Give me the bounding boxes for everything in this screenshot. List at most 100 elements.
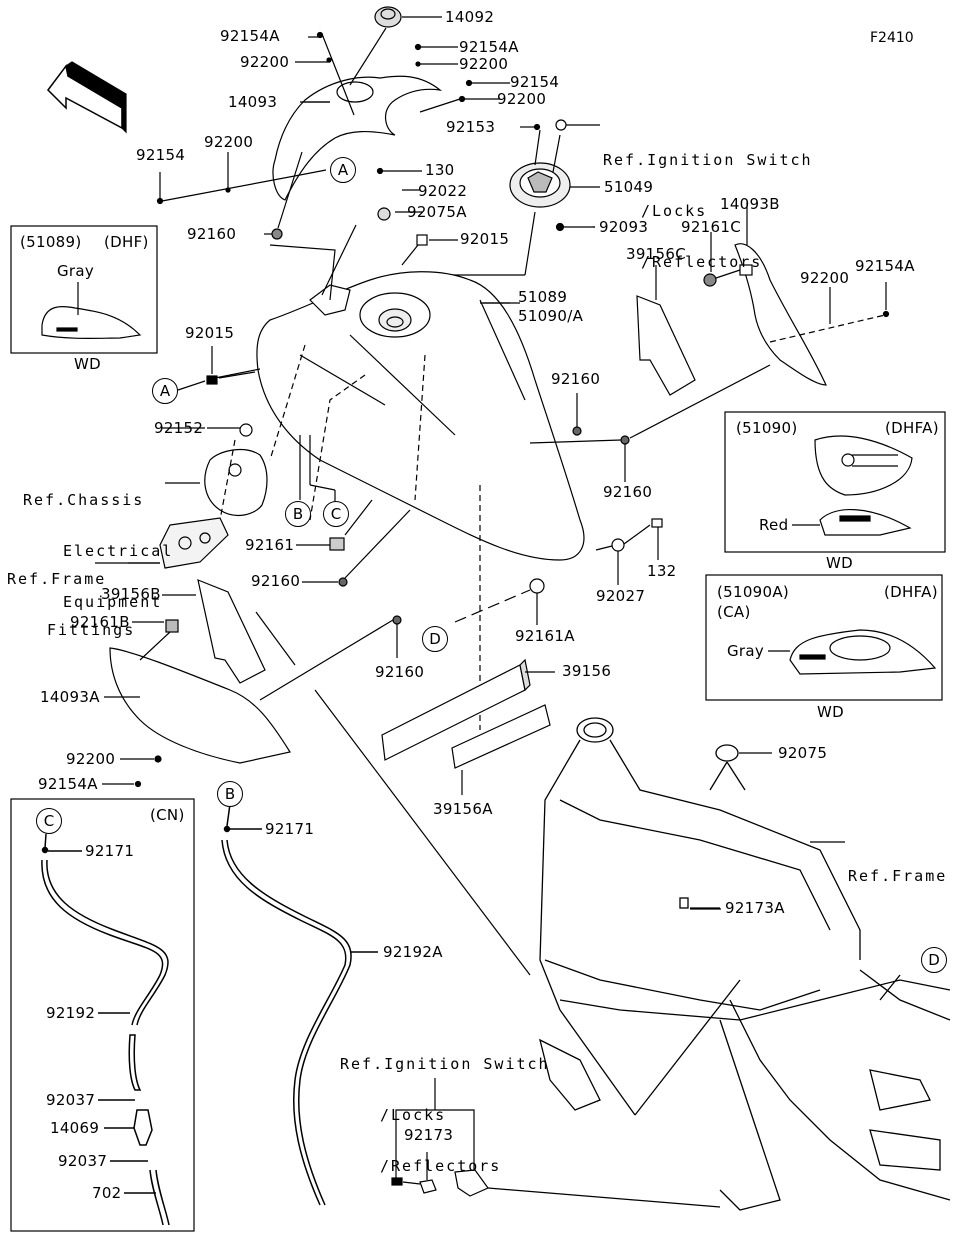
figure-code: F2410 [870, 30, 914, 46]
part-label[interactable]: 92152 [154, 419, 204, 437]
inset-code: (51090) [736, 419, 798, 437]
part-label[interactable]: 92154 [510, 73, 560, 91]
part-label[interactable]: 39156A [433, 800, 493, 818]
inset-color-label: Gray [727, 642, 765, 660]
callout-b[interactable]: B [285, 501, 311, 527]
part-label[interactable]: 92161 [245, 536, 295, 554]
part-label[interactable]: 92075 [778, 744, 828, 762]
part-label[interactable]: 92160 [187, 225, 237, 243]
part-label[interactable]: 39156B [101, 585, 161, 603]
part-label[interactable]: 14093A [40, 688, 100, 706]
front-direction-arrow-icon [47, 61, 127, 134]
part-label[interactable]: 92161A [515, 627, 575, 645]
part-label[interactable]: 92173 [404, 1126, 454, 1144]
part-label[interactable]: 92154A [855, 257, 915, 275]
part-label[interactable]: 92200 [800, 269, 850, 287]
part-label[interactable]: 39156 [562, 662, 612, 680]
part-label[interactable]: 92153 [446, 118, 496, 136]
inset-tank-drawing-dhf [41, 282, 142, 339]
hose-92192A [221, 803, 378, 1206]
part-label[interactable]: 92015 [185, 324, 235, 342]
inset-variant: (DHFA) [884, 583, 938, 601]
fuel-tank-part-51089 [256, 271, 585, 730]
part-label[interactable]: 92154A [220, 27, 280, 45]
electrical-plate-reference [165, 439, 268, 521]
part-label[interactable]: 92161B [70, 613, 130, 631]
part-label[interactable]: 130 [425, 161, 455, 179]
callout-d[interactable]: D [921, 947, 947, 973]
callout-c[interactable]: C [36, 808, 62, 834]
part-label[interactable]: 702 [92, 1184, 122, 1202]
part-label[interactable]: 92160 [603, 483, 653, 501]
part-label[interactable]: 92154A [459, 38, 519, 56]
callout-c[interactable]: C [323, 501, 349, 527]
part-label[interactable]: 14069 [50, 1119, 100, 1137]
reference-frame-fittings[interactable]: Ref.Frame Fittings [7, 570, 136, 639]
reference-ignition-switch-bottom[interactable]: Ref.Ignition Switch /Locks /Reflectors [340, 1055, 550, 1175]
inset-market: (CA) [717, 603, 751, 621]
frame-reference-artwork [539, 717, 951, 1211]
part-label[interactable]: 92154 [136, 146, 186, 164]
inset-box-dhfa-red [724, 411, 946, 553]
part-label[interactable]: 92160 [251, 572, 301, 590]
part-label[interactable]: 51049 [604, 178, 654, 196]
inset-box-dhf [10, 225, 158, 354]
reference-chassis-electrical[interactable]: Ref.Chassis Electrical Equipment [23, 491, 174, 611]
part-label[interactable]: 14093 [228, 93, 278, 111]
part-label[interactable]: 92200 [497, 90, 547, 108]
part-label[interactable]: 92173A [725, 899, 785, 917]
callout-a[interactable]: A [330, 157, 356, 183]
part-label[interactable]: 92037 [58, 1152, 108, 1170]
inset-footer: WD [817, 703, 844, 721]
part-label[interactable]: 92160 [375, 663, 425, 681]
tank-mounting-hardware [259, 364, 771, 701]
ignition-bracket-reference [391, 908, 721, 1208]
side-cover-part-14093A [102, 619, 291, 788]
part-label[interactable]: 14093B [720, 195, 780, 213]
hardware-fasteners-mid [177, 151, 458, 437]
callout-d[interactable]: D [422, 626, 448, 652]
hose-92192 [41, 833, 170, 1226]
inset-code: (51090A) [717, 583, 790, 601]
front-cover-part-14093 [272, 27, 443, 201]
part-label[interactable]: 92160 [551, 370, 601, 388]
inset-tank-drawing-dhfa-red [792, 435, 913, 536]
callout-b[interactable]: B [217, 781, 243, 807]
reference-frame[interactable]: Ref.Frame [848, 867, 948, 885]
inset-color-label: Gray [57, 262, 95, 280]
leader-lines-top [159, 36, 595, 235]
part-label[interactable]: 92192A [383, 943, 443, 961]
fuel-cap-part-14092 [374, 6, 442, 28]
part-label[interactable]: 92171 [85, 842, 135, 860]
part-label[interactable]: 92200 [459, 55, 509, 73]
inset-variant: (DHF) [104, 233, 149, 251]
part-label[interactable]: 92093 [599, 218, 649, 236]
part-label[interactable]: 14092 [445, 8, 495, 26]
inset-box-dhfa-gray [705, 574, 943, 701]
inset-box-cn [10, 798, 195, 1232]
part-label[interactable]: 51090/A [518, 307, 584, 325]
side-cover-part-14093B [703, 202, 890, 386]
part-label[interactable]: 51089 [518, 288, 568, 306]
pad-part-39156C [636, 265, 696, 396]
part-label[interactable]: 92200 [66, 750, 116, 768]
part-label[interactable]: 39156C [626, 245, 686, 263]
part-label[interactable]: 92015 [460, 230, 510, 248]
pad-part-39156B [162, 579, 296, 684]
part-label[interactable]: 92171 [265, 820, 315, 838]
reference-ignition-switch-top[interactable]: Ref.Ignition Switch /Locks /Reflectors [603, 151, 813, 271]
part-label[interactable]: 92161C [681, 218, 741, 236]
callout-a[interactable]: A [152, 378, 178, 404]
foam-strips-39156 [314, 658, 555, 976]
part-label[interactable]: 92200 [240, 53, 290, 71]
part-label[interactable]: 92022 [418, 182, 468, 200]
part-label[interactable]: 92037 [46, 1091, 96, 1109]
part-label[interactable]: 92200 [204, 133, 254, 151]
part-label[interactable]: 92075A [407, 203, 467, 221]
part-label[interactable]: 132 [647, 562, 677, 580]
inset-color-label: Red [759, 516, 789, 534]
part-label[interactable]: 92154A [38, 775, 98, 793]
part-label[interactable]: 92027 [596, 587, 646, 605]
part-label[interactable]: 92192 [46, 1004, 96, 1022]
inset-market: (CN) [150, 806, 185, 824]
